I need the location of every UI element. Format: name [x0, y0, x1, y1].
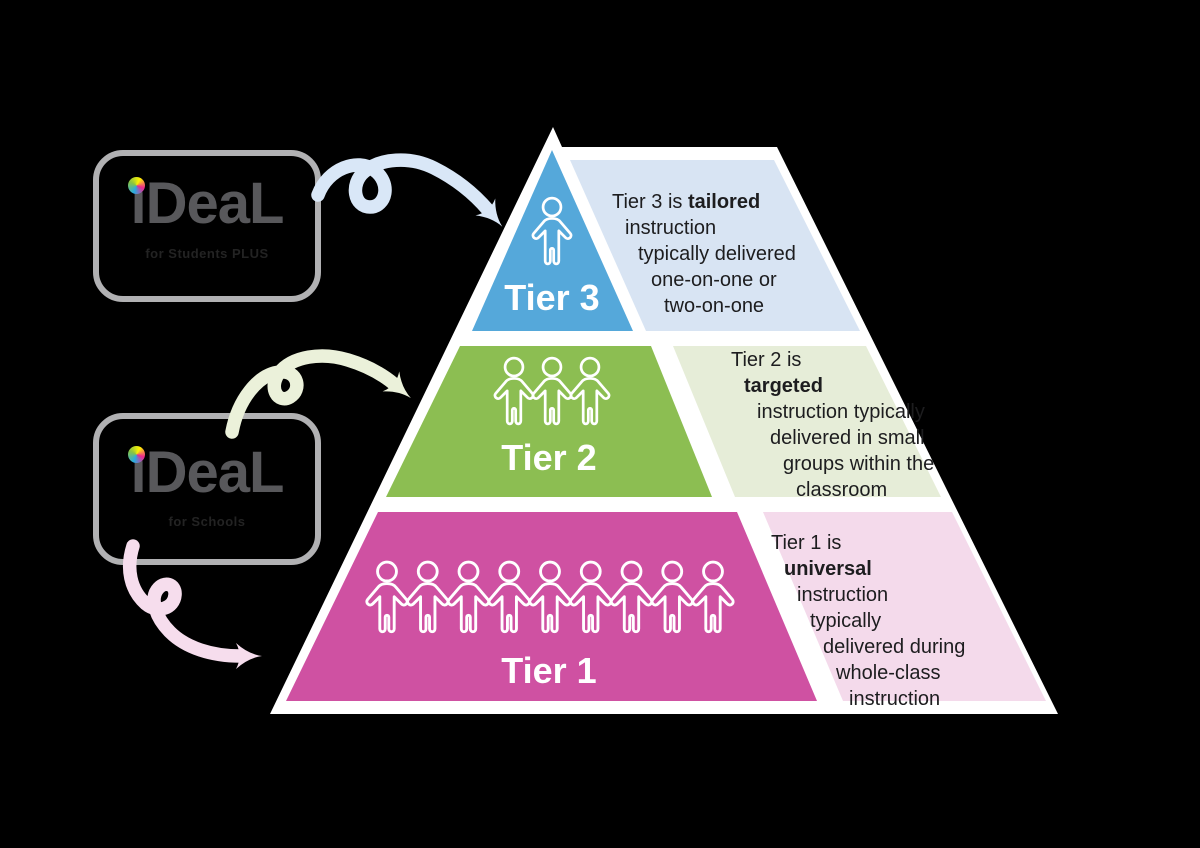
tier2-label: Tier 2 — [501, 437, 597, 478]
tier2-description: Tier 2 is targeted instruction typically… — [731, 347, 934, 503]
tier3-label: Tier 3 — [504, 277, 600, 318]
description-line: two-on-one — [664, 295, 765, 317]
description-line: Tier 2 is — [731, 349, 802, 371]
cmyk-dot-icon — [128, 177, 145, 194]
description-line: targeted — [744, 375, 823, 397]
cmyk-dot-icon — [128, 446, 145, 463]
description-line: delivered in small — [770, 427, 925, 449]
description-line: whole-class — [836, 662, 941, 684]
tier1-description: Tier 1 is universal instruction typicall… — [771, 530, 965, 712]
description-line: Tier 3 is tailored — [612, 191, 761, 213]
description-line: typically delivered — [638, 243, 796, 265]
tier3-panel — [570, 160, 860, 331]
logo-card-students — [93, 150, 321, 302]
description-line: typically — [810, 610, 882, 632]
curly-arrow-to-tier3 — [311, 153, 503, 227]
curly-arrow-to-tier1 — [122, 539, 262, 669]
description-line: classroom — [796, 479, 888, 501]
description-line: one-on-one or — [651, 269, 777, 291]
tier1-label: Tier 1 — [501, 650, 597, 691]
tier1-panel — [763, 512, 1046, 701]
description-line: delivered during — [823, 636, 966, 658]
tier3-description: Tier 3 is tailored instruction typically… — [612, 189, 796, 319]
description-line: groups within the — [783, 453, 935, 475]
description-line: universal — [784, 558, 872, 580]
description-line: instruction — [797, 584, 889, 606]
description-line: instruction — [849, 688, 941, 710]
curly-arrow-to-tier2 — [225, 349, 411, 439]
logo-subtitle-schools: for Schools — [168, 514, 246, 529]
tier2-panel — [673, 346, 941, 497]
logo-brand-students: ıDeaL — [130, 171, 285, 236]
tier3-shape — [472, 150, 633, 331]
description-line: Tier 1 is — [771, 532, 842, 554]
description-line: instruction typically — [757, 401, 925, 423]
description-line: instruction — [625, 217, 717, 239]
logo-subtitle-students: for Students PLUS — [145, 246, 269, 261]
logo-brand-schools: ıDeaL — [130, 440, 285, 505]
tier1-shape — [286, 512, 817, 701]
logo-card-schools — [93, 413, 321, 565]
